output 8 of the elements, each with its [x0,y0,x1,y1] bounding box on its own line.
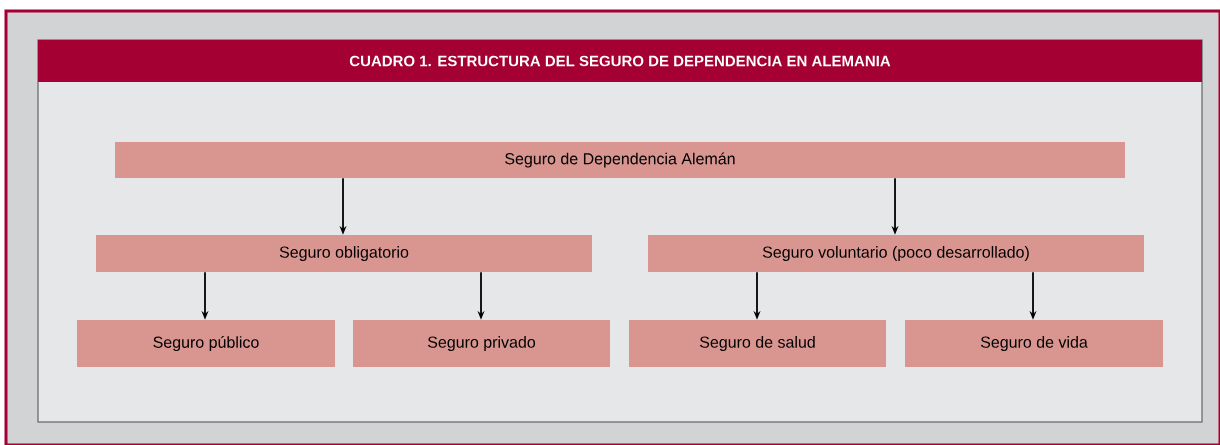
box: Seguro de Dependencia Alemán [115,142,1125,178]
title-bar: CUADRO 1. ESTRUCTURA DEL SEGURO DE DEPENDENCIA EN ALEMANIA [38,40,1202,82]
box: Seguro público [77,320,335,367]
box: Seguro privado [353,320,610,367]
box: Seguro de vida [905,320,1163,367]
box: Seguro obligatorio [96,235,592,272]
box: Seguro voluntario (poco desarrollado) [648,235,1144,272]
box: Seguro de salud [629,320,886,367]
